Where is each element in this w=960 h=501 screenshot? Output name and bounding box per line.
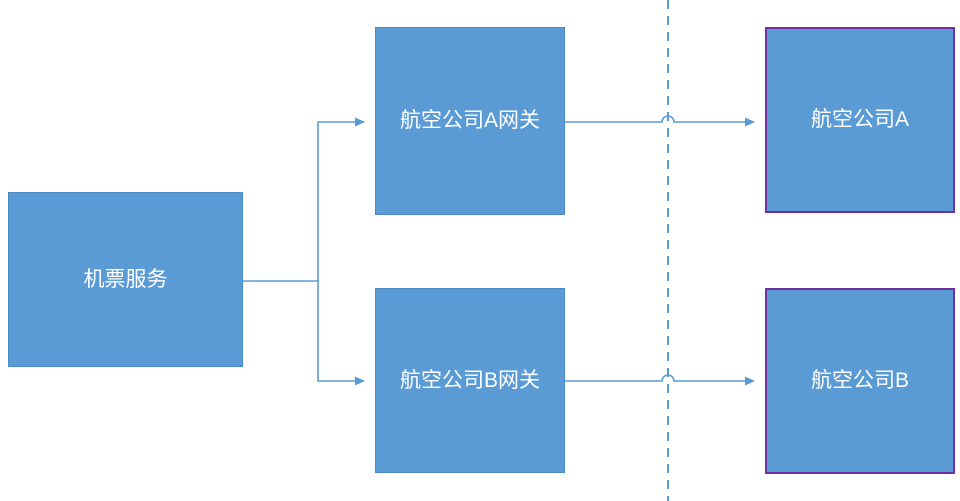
- node-airline-a-label: 航空公司A: [810, 108, 909, 132]
- connector-gateway-b-to-airline-b: [565, 374, 755, 386]
- connector-gateway-a-to-airline-a: [565, 115, 755, 127]
- node-airline-a-gateway: 航空公司A网关: [375, 27, 565, 215]
- node-airline-b-gateway-label: 航空公司B网关: [399, 368, 540, 392]
- node-ticket-service-label: 机票服务: [83, 267, 168, 291]
- node-airline-b: 航空公司B: [765, 288, 955, 474]
- node-airline-b-label: 航空公司B: [810, 369, 909, 393]
- connector-ticket-to-gateway-b: [317, 281, 365, 386]
- connector-ticket-to-gateway-a: [317, 117, 365, 281]
- node-airline-a-gateway-label: 航空公司A网关: [399, 109, 540, 133]
- node-airline-b-gateway: 航空公司B网关: [375, 288, 565, 473]
- node-airline-a: 航空公司A: [765, 27, 955, 213]
- node-ticket-service: 机票服务: [8, 192, 243, 367]
